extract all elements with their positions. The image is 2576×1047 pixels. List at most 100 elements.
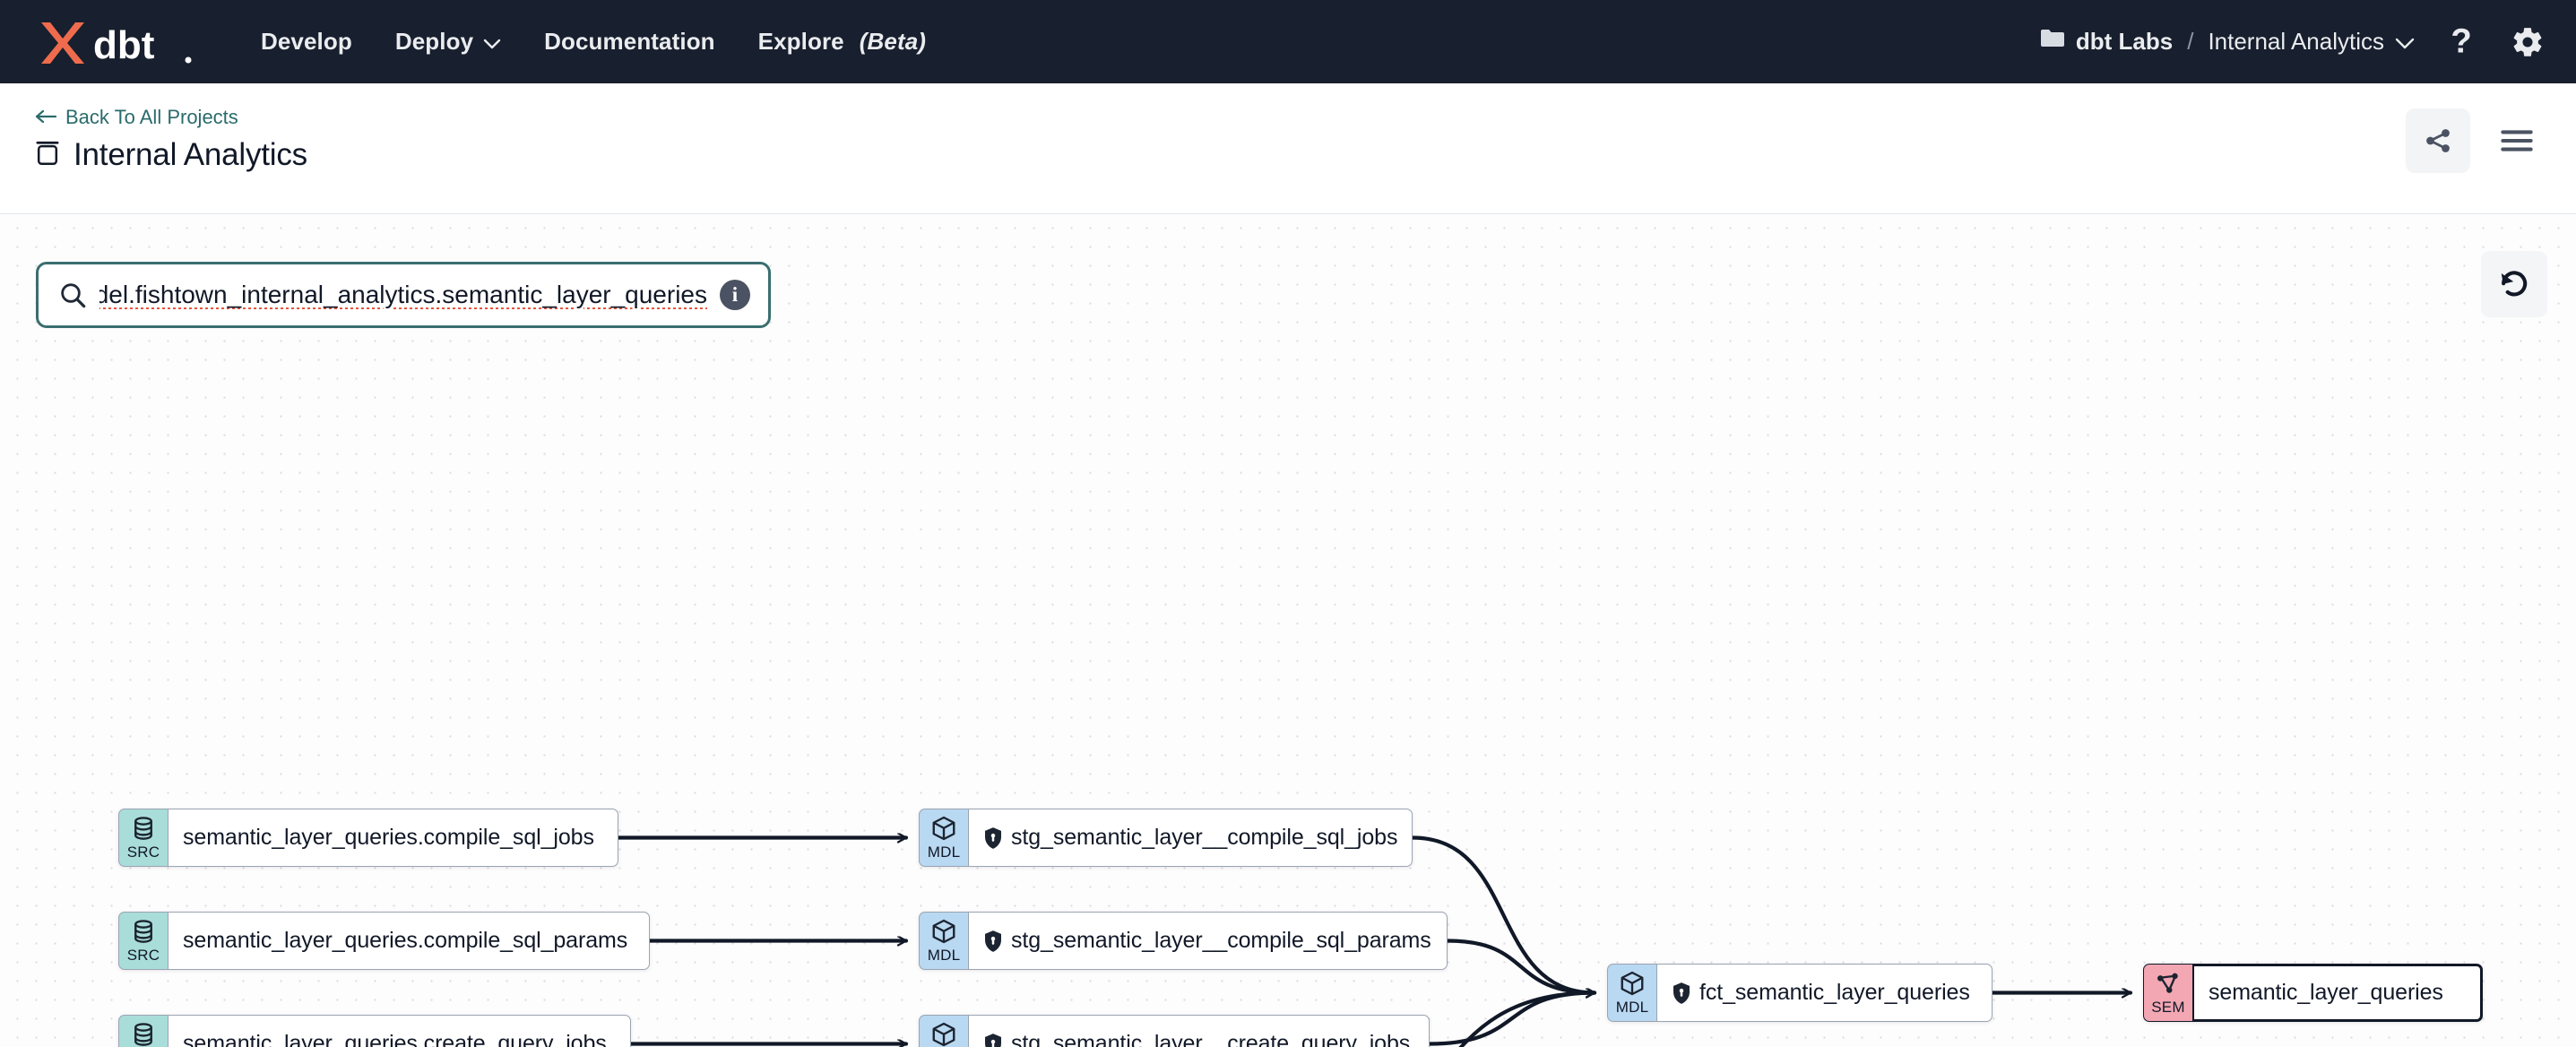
nav-item-deploy[interactable]: Deploy [374,0,523,83]
node-type-badge-mdl: MDL [1607,964,1656,1022]
menu-button[interactable] [2485,108,2549,173]
lineage-node-mdl1[interactable]: MDL stg_semantic_layer__compile_sql_jobs [919,809,1413,867]
node-label: stg_semantic_layer__create_query_jobs [1011,1031,1411,1047]
settings-button[interactable] [2508,22,2547,62]
question-mark-icon: ? [2451,24,2471,60]
node-type-badge-src: SRC [118,912,168,970]
back-link-label: Back To All Projects [65,106,238,128]
lineage-node-src2[interactable]: SRC semantic_layer_queries.compile_sql_pa… [118,912,650,970]
node-type-badge-label: MDL [1615,998,1649,1016]
node-type-badge-label: MDL [927,843,961,861]
node-body[interactable]: semantic_layer_queries.compile_sql_param… [168,912,650,970]
lineage-graph-icon [2426,129,2450,152]
search-icon [58,281,87,309]
nav-item-explore-beta-tag: (Beta) [859,28,927,55]
node-type-badge-src: SRC [118,809,168,867]
dbt-logo[interactable]: dbt [38,0,194,83]
lineage-node-mdl3[interactable]: MDL stg_semantic_layer__create_query_jobs [919,1015,1430,1047]
semantic-graph-icon [2155,972,2182,997]
back-to-all-projects-link[interactable]: Back To All Projects [34,106,238,129]
info-icon[interactable]: i [720,280,750,310]
database-icon [34,138,61,173]
folder-icon [2040,28,2065,56]
page-subheader: Back To All Projects Internal Analytics [0,83,2576,214]
nav-item-documentation[interactable]: Documentation [523,0,737,83]
lineage-search-box[interactable]: odel.fishtown_internal_analytics.semanti… [36,262,771,328]
help-button[interactable]: ? [2442,22,2481,62]
cube-icon [1619,971,1646,997]
lineage-node-sem[interactable]: SEM semantic_layer_queries [2143,964,2483,1022]
nav-right-group: dbt Labs / Internal Analytics ? [2040,0,2576,83]
account-name: dbt Labs [2075,28,2174,55]
reset-rotate-ccw-icon [2501,271,2528,297]
cube-icon [930,919,957,945]
nav-item-documentation-label: Documentation [544,28,715,55]
database-icon [130,1022,157,1047]
chevron-down-icon [483,28,501,56]
primary-nav: Develop Deploy Documentation Explore (Be… [239,0,947,83]
node-body[interactable]: semantic_layer_queries [2192,964,2483,1022]
cube-icon [930,1022,957,1047]
node-body[interactable]: semantic_layer_queries.compile_sql_jobs [168,809,618,867]
lineage-canvas[interactable]: odel.fishtown_internal_analytics.semanti… [0,215,2576,1047]
cube-icon [930,816,957,842]
node-label: semantic_layer_queries.create_query_jobs [183,1031,607,1047]
project-name: Internal Analytics [2208,28,2384,55]
database-icon [130,919,157,945]
node-type-badge-label: MDL [927,946,961,964]
lineage-edge-mdl2-to-fct [1445,939,1597,993]
lineage-node-src3[interactable]: SRC semantic_layer_queries.create_query_j… [118,1015,631,1047]
nav-item-explore-label: Explore [757,28,844,55]
page-title-row: Internal Analytics [34,137,307,173]
chevron-down-icon [2395,28,2415,56]
top-navigation-bar: dbt Develop Deploy Documentation Explore… [0,0,2576,83]
database-icon [130,816,157,842]
svg-text:dbt: dbt [93,23,155,65]
nav-item-develop-label: Develop [261,28,352,55]
node-label: fct_semantic_layer_queries [1699,980,1970,1005]
lineage-node-fct[interactable]: MDL fct_semantic_layer_queries [1607,964,1993,1022]
shield-icon [983,1033,1003,1047]
breadcrumb-separator: / [2187,28,2194,55]
nav-item-develop[interactable]: Develop [239,0,374,83]
project-selector[interactable]: Internal Analytics [2208,28,2415,56]
node-type-badge-label: SRC [126,946,160,964]
node-type-badge-mdl: MDL [919,1015,968,1047]
node-type-badge-sem: SEM [2143,964,2192,1022]
node-type-badge-label: SRC [126,843,160,861]
page-title: Internal Analytics [73,137,307,172]
node-type-badge-mdl: MDL [919,912,968,970]
lineage-view-button[interactable] [2406,108,2470,173]
info-icon-label: i [731,283,739,306]
node-label: stg_semantic_layer__compile_sql_params [1011,928,1431,953]
node-body[interactable]: stg_semantic_layer__compile_sql_params [968,912,1448,970]
account-breadcrumb[interactable]: dbt Labs [2040,28,2173,56]
reset-view-button[interactable] [2481,251,2547,317]
back-arrow-icon [34,106,57,129]
node-body[interactable]: semantic_layer_queries.create_query_jobs [168,1015,631,1047]
shield-icon [983,930,1003,953]
lineage-node-src1[interactable]: SRC semantic_layer_queries.compile_sql_jo… [118,809,618,867]
node-label: semantic_layer_queries [2209,980,2443,1005]
node-type-badge-src: SRC [118,1015,168,1047]
node-body[interactable]: stg_semantic_layer__compile_sql_jobs [968,809,1413,867]
node-type-badge-label: SEM [2151,998,2185,1016]
node-body[interactable]: fct_semantic_layer_queries [1656,964,1993,1022]
lineage-node-mdl2[interactable]: MDL stg_semantic_layer__compile_sql_param… [919,912,1448,970]
node-label: semantic_layer_queries.compile_sql_param… [183,928,628,953]
search-input[interactable]: odel.fishtown_internal_analytics.semanti… [99,281,707,309]
node-body[interactable]: stg_semantic_layer__create_query_jobs [968,1015,1430,1047]
gear-icon [2513,27,2542,56]
lineage-edge-mdl3-to-fct [1427,993,1597,1046]
search-input-value: odel.fishtown_internal_analytics.semanti… [99,281,707,308]
node-type-badge-mdl: MDL [919,809,968,867]
subheader-actions [2406,108,2549,173]
node-label: semantic_layer_queries.compile_sql_jobs [183,825,594,850]
nav-item-deploy-label: Deploy [394,28,474,55]
node-label: stg_semantic_layer__compile_sql_jobs [1011,825,1398,850]
svg-text:?: ? [2451,24,2471,60]
hamburger-menu-icon [2501,130,2533,151]
shield-icon [983,826,1003,850]
shield-icon [1672,982,1691,1005]
nav-item-explore[interactable]: Explore (Beta) [737,0,947,83]
